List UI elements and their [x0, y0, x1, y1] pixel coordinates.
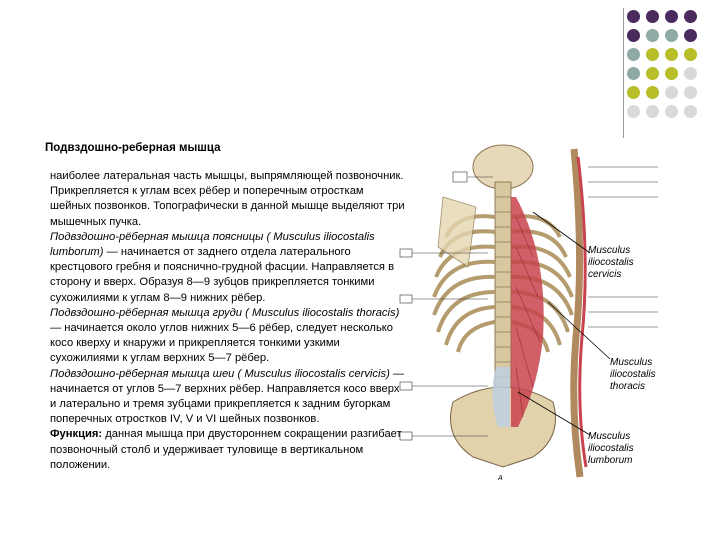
decor-dot — [646, 48, 659, 61]
lumborum-paragraph: Подвздошно-рёберная мышца поясницы ( Mus… — [50, 230, 405, 306]
decor-dot — [684, 67, 697, 80]
function-text: данная мышца при двустороннем сокращении… — [50, 428, 402, 471]
lumborum-heading: Подвздошно-рёберная мышца поясницы ( Mus… — [50, 230, 375, 259]
thoracis-heading: Подвздошно-рёберная мышца груди ( Muscul… — [50, 306, 400, 319]
label-cervicis: Musculus iliocostalis cervicis — [588, 245, 634, 280]
decor-dot — [665, 67, 678, 80]
decor-dot — [665, 48, 678, 61]
decor-dot — [684, 29, 697, 42]
label-lumborum: Musculus iliocostalis lumborum — [588, 431, 634, 466]
decor-dot — [665, 29, 678, 42]
decor-dot — [665, 105, 678, 118]
intro-paragraph: наиболее латеральная часть мышцы, выпрям… — [50, 170, 405, 228]
article-body: наиболее латеральная часть мышцы, выпрям… — [50, 169, 405, 473]
label-thoracis: Musculus iliocostalis thoracis — [610, 357, 656, 392]
decor-dot — [684, 86, 697, 99]
decor-dot — [646, 10, 659, 23]
decor-dot — [627, 86, 640, 99]
cervicis-paragraph: Подвздошно-рёберная мышца шеи ( Musculus… — [50, 367, 405, 428]
decor-dot — [646, 86, 659, 99]
decor-dot — [627, 29, 640, 42]
anatomy-figure: Musculus iliocostalis cervicis Musculus … — [398, 137, 670, 487]
decor-divider-line — [623, 8, 624, 138]
decor-dot — [627, 67, 640, 80]
decor-dot — [646, 105, 659, 118]
decor-dot — [646, 67, 659, 80]
lumborum-text: — начинается от заднего отдела латеральн… — [50, 246, 395, 304]
decor-dot — [665, 86, 678, 99]
decor-dot — [627, 105, 640, 118]
figure-letter: A — [498, 475, 503, 482]
thoracis-text: — начинается около углов нижних 5—6 рёбе… — [50, 322, 394, 365]
decor-dot — [646, 29, 659, 42]
decor-dot — [684, 105, 697, 118]
decor-dot — [665, 10, 678, 23]
inset-spine-figure — [570, 148, 658, 478]
function-label: Функция: — [50, 428, 103, 441]
anatomy-illustration — [399, 144, 658, 478]
page-title: Подвздошно-реберная мышца — [45, 142, 221, 154]
skeleton-back-view — [432, 144, 574, 468]
decor-dot — [627, 48, 640, 61]
decor-dot — [684, 48, 697, 61]
thoracis-paragraph: Подвздошно-рёберная мышца груди ( Muscul… — [50, 306, 405, 367]
cervicis-text: — начинается от углов 5—7 верхних рёбер.… — [50, 367, 405, 426]
decor-dot — [684, 10, 697, 23]
cervicis-heading: Подвздошно-рёберная мышца шеи ( Musculus… — [50, 367, 390, 380]
function-paragraph: Функция: данная мышца при двустороннем с… — [50, 427, 405, 473]
decor-dot — [627, 10, 640, 23]
